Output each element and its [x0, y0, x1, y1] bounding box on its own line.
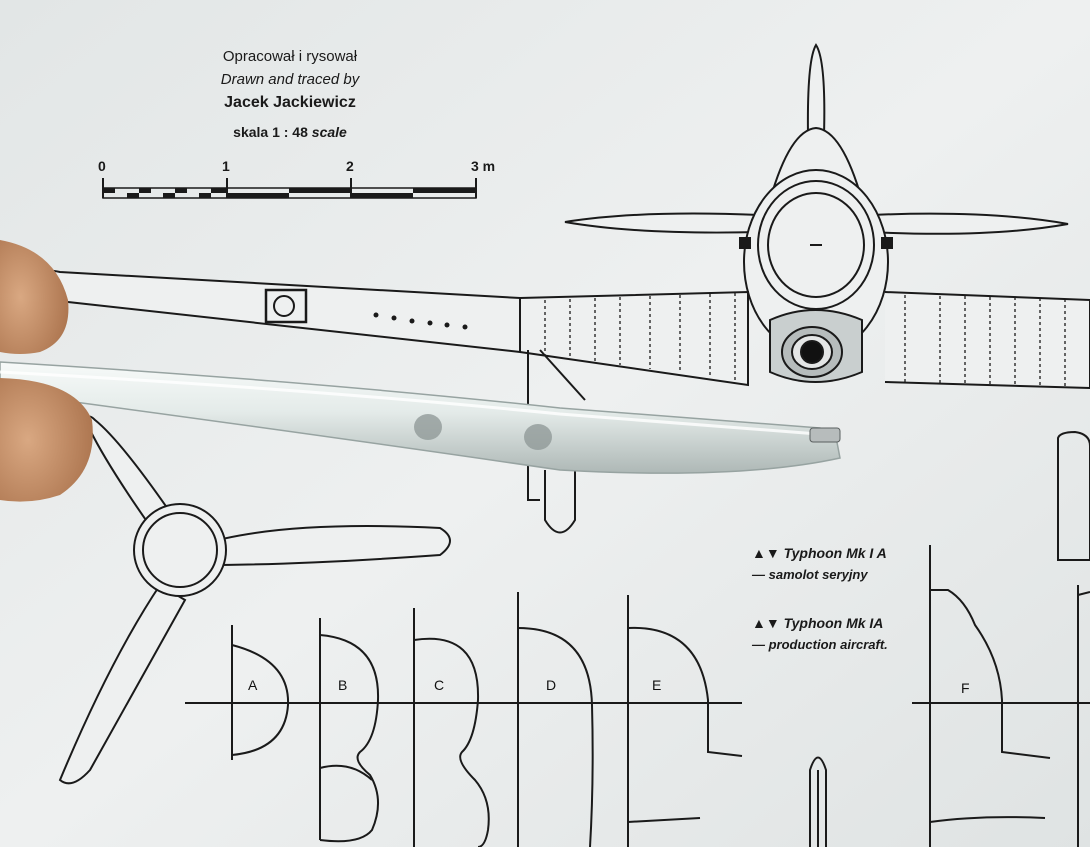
- scale-label: skala 1 : 48 scale: [233, 124, 347, 140]
- front-view-fuselage: [564, 43, 1090, 390]
- fingers: [0, 240, 93, 502]
- section-label-d: D: [546, 677, 557, 693]
- legend-line-2: ▲▼ Typhoon Mk IA: [752, 615, 884, 631]
- scale-tick-3: 3 m: [471, 158, 496, 174]
- section-label-a: A: [248, 677, 258, 693]
- credit-author: Jacek Jackiewicz: [224, 94, 356, 111]
- credit-line-en: Drawn and traced by: [220, 71, 360, 88]
- section-label-f: F: [961, 680, 970, 696]
- scale-tick-0: 0: [98, 158, 106, 174]
- section-label-c: C: [434, 677, 445, 693]
- planform-wing: [37, 269, 749, 534]
- scale-tick-1: 1: [222, 158, 230, 174]
- section-label-e: E: [652, 677, 662, 693]
- propeller-drawing: [58, 415, 451, 785]
- scale-bar: [102, 178, 477, 199]
- white-plastic-stick: [0, 361, 841, 474]
- section-profiles: [185, 545, 1090, 847]
- legend-caption-2: — production aircraft.: [752, 637, 888, 652]
- section-label-b: B: [338, 677, 348, 693]
- legend-caption-1: — samolot seryjny: [752, 567, 868, 582]
- legend-line-1: ▲▼ Typhoon Mk I A: [752, 545, 887, 561]
- scale-tick-2: 2: [346, 158, 354, 174]
- credit-line-pl: Opracował i rysował: [222, 48, 358, 65]
